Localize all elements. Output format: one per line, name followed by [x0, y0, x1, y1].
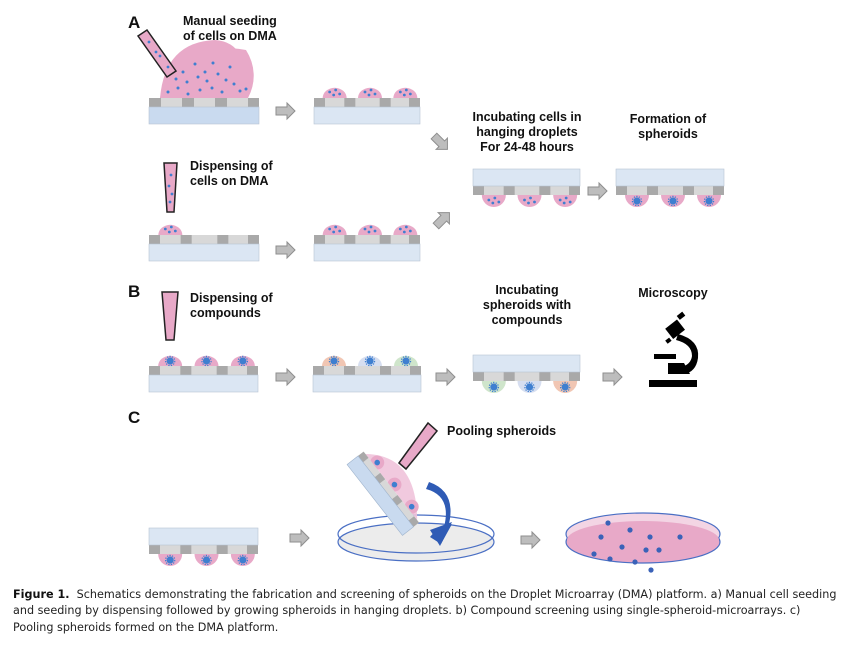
caption-label: Figure 1. — [13, 588, 70, 601]
droplet — [393, 87, 418, 98]
dma-slide-hanging-spheroids — [615, 168, 725, 207]
arrow-icon — [587, 182, 608, 200]
dma-slide-manual-seeding — [148, 40, 260, 125]
arrow-icon — [602, 368, 623, 386]
droplet — [158, 224, 183, 235]
panel-letter-c: C — [128, 408, 140, 427]
dma-slide-compounds-added — [312, 355, 422, 393]
panel-letter-a: A — [128, 13, 140, 32]
droplet — [553, 195, 578, 207]
arrow-icon — [520, 531, 541, 549]
pipette-compounds — [161, 291, 179, 341]
dma-slide-hanging-pooling — [148, 527, 259, 566]
droplet — [322, 87, 347, 98]
curved-arrow-icon — [426, 482, 452, 546]
arrow-icon — [289, 529, 310, 547]
dma-slide-dispensed — [313, 224, 421, 262]
droplet — [517, 195, 542, 207]
arrow-icon — [275, 241, 296, 259]
label-pooling-spheroids: Pooling spheroids — [447, 424, 556, 438]
panel-letter-b: B — [128, 282, 140, 301]
droplet — [358, 87, 382, 98]
dma-slide-hanging-compounds — [472, 354, 581, 393]
dma-slide-dispensing-start — [148, 224, 260, 262]
figure-caption: Figure 1. Schematics demonstrating the f… — [13, 587, 843, 636]
droplet — [393, 224, 418, 235]
pipette-pooling — [397, 421, 439, 471]
pipette-manual — [136, 28, 178, 79]
dma-slides — [148, 87, 725, 566]
arrow-down-right-icon — [430, 132, 448, 150]
microscope-icon — [649, 311, 699, 387]
droplet — [358, 224, 382, 235]
droplet — [481, 195, 506, 207]
petri-dish-pooled — [565, 512, 721, 573]
dma-slide-seeded — [313, 87, 421, 125]
dma-slide-hanging-cells — [472, 168, 581, 207]
arrow-up-right-icon — [432, 212, 450, 230]
arrow-icon — [435, 368, 456, 386]
arrow-icon — [275, 368, 296, 386]
droplet — [322, 224, 347, 235]
dma-slide-compound-dispensing — [148, 355, 259, 393]
pipette-dispensing — [163, 162, 178, 213]
caption-text: Schematics demonstrating the fabrication… — [13, 588, 837, 634]
label-microscopy: Microscopy — [638, 286, 708, 300]
arrow-icon — [275, 102, 296, 120]
